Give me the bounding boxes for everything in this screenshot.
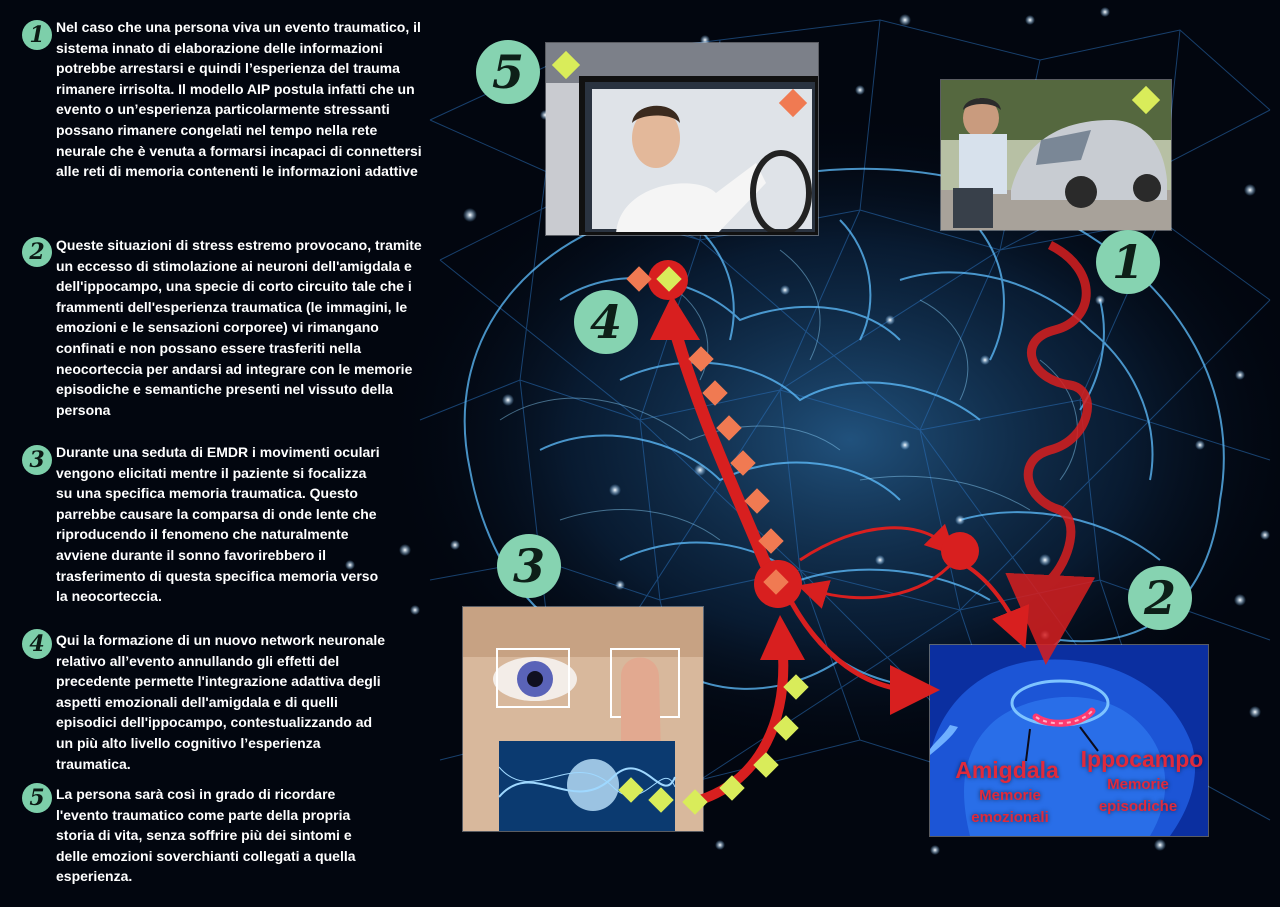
- photo-happy-driver: [545, 42, 819, 236]
- ippocampo-label: Ippocampo: [1080, 746, 1204, 772]
- ippocampo-sublabel: Memorie episodiche: [1098, 776, 1178, 815]
- arrowhead-up: [650, 295, 700, 340]
- arrow-hub-to-brain: [782, 588, 940, 715]
- eye-movement-image: [463, 607, 703, 831]
- step-4-badge: 4: [22, 629, 52, 659]
- arrow-hub-to-4: [666, 318, 776, 578]
- step-1-text: Nel caso che una persona viva un evento …: [56, 19, 422, 180]
- diagram-marker-3: 3: [497, 534, 561, 598]
- arrow-node-to-brain: [963, 563, 1030, 649]
- arrowhead-3: [760, 615, 805, 660]
- photo-car-accident: [940, 79, 1172, 231]
- step-2-text: Queste situazioni di stress estremo prov…: [56, 237, 422, 418]
- yellow-diamond-marker: [551, 50, 581, 80]
- node-right: [941, 532, 979, 570]
- car-accident-image: [941, 80, 1171, 230]
- step-3-badge: 3: [22, 445, 52, 475]
- diagram-marker-1: 1: [1096, 230, 1160, 294]
- arrow-loop-right: [799, 523, 956, 562]
- step-5-text: La persona sarà così in grado di ricorda…: [56, 786, 356, 885]
- arrow-loop-left: [797, 559, 957, 609]
- photo-brain-profile: [929, 644, 1209, 837]
- step-1-badge: 1: [22, 20, 52, 50]
- step-5-badge: 5: [22, 783, 52, 813]
- brain-profile-image: [930, 645, 1208, 836]
- orange-diamond-marker: [778, 88, 808, 118]
- diagram-marker-2: 2: [1128, 566, 1192, 630]
- arrow-3-to-hub: [698, 639, 789, 805]
- step-3-text: Durante una seduta di EMDR i movimenti o…: [56, 444, 380, 605]
- amigdala-label: Amigdala: [955, 757, 1059, 783]
- step-2-badge: 2: [22, 237, 52, 267]
- happy-driver-image: [546, 43, 818, 235]
- yellow-diamond-marker: [1131, 85, 1161, 115]
- spiral-arrow-1-to-2: [1005, 240, 1096, 665]
- diagram-marker-4: 4: [574, 290, 638, 354]
- photo-eye-movement: [462, 606, 704, 832]
- step-4-text: Qui la formazione di un nuovo network ne…: [56, 632, 386, 772]
- amigdala-sublabel: Memorie emozionali: [971, 787, 1049, 826]
- diagram-marker-5: 5: [476, 40, 540, 104]
